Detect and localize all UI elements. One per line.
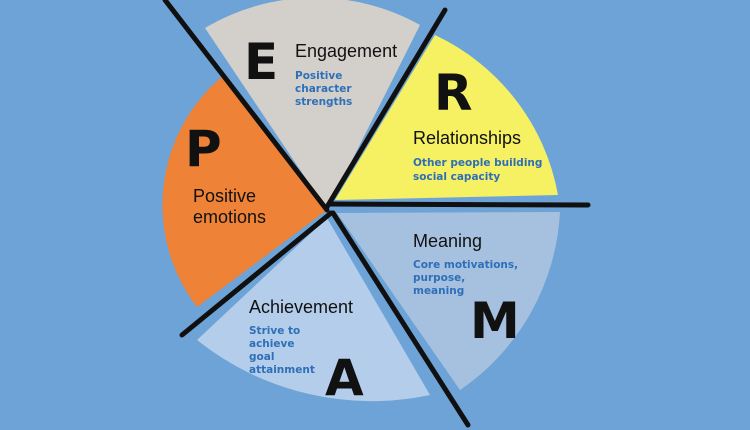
divider-line-a xyxy=(162,0,330,213)
segment-description: character xyxy=(295,83,352,95)
segment-title: emotions xyxy=(193,207,266,227)
segment-description: social capacity xyxy=(413,171,500,183)
segment-title: Achievement xyxy=(249,297,353,317)
segment-description: strengths xyxy=(295,96,352,108)
segment-letter: M xyxy=(470,292,520,350)
segment-description: Positive xyxy=(295,70,342,82)
divider-line-b xyxy=(324,7,448,210)
segment-title: Relationships xyxy=(413,128,521,148)
positive-emotions-segment xyxy=(162,75,327,307)
divider-line-c xyxy=(327,201,591,208)
divider-line-e xyxy=(330,210,471,428)
segment-letter: P xyxy=(185,120,222,178)
segment-description: Other people building xyxy=(413,157,542,169)
segment-title: Meaning xyxy=(413,231,482,251)
segment-description: attainment xyxy=(249,364,315,376)
segment-title: Engagement xyxy=(295,41,397,61)
engagement-segment xyxy=(205,0,420,210)
meaning-segment xyxy=(337,212,560,390)
segment-letter: R xyxy=(434,64,473,122)
segment-description: Core motivations, xyxy=(413,259,518,271)
segment-description: goal xyxy=(249,351,274,363)
segment-description: purpose, xyxy=(413,272,465,284)
segment-letter: A xyxy=(325,349,364,407)
segment-title: Positive xyxy=(193,186,256,206)
segment-description: achieve xyxy=(249,338,294,350)
segment-letter: E xyxy=(244,33,278,91)
relationships-segment xyxy=(335,35,558,200)
segment-description: meaning xyxy=(413,285,464,297)
achievement-segment xyxy=(197,218,430,402)
divider-line-d xyxy=(179,210,334,338)
segment-description: Strive to xyxy=(249,325,300,337)
